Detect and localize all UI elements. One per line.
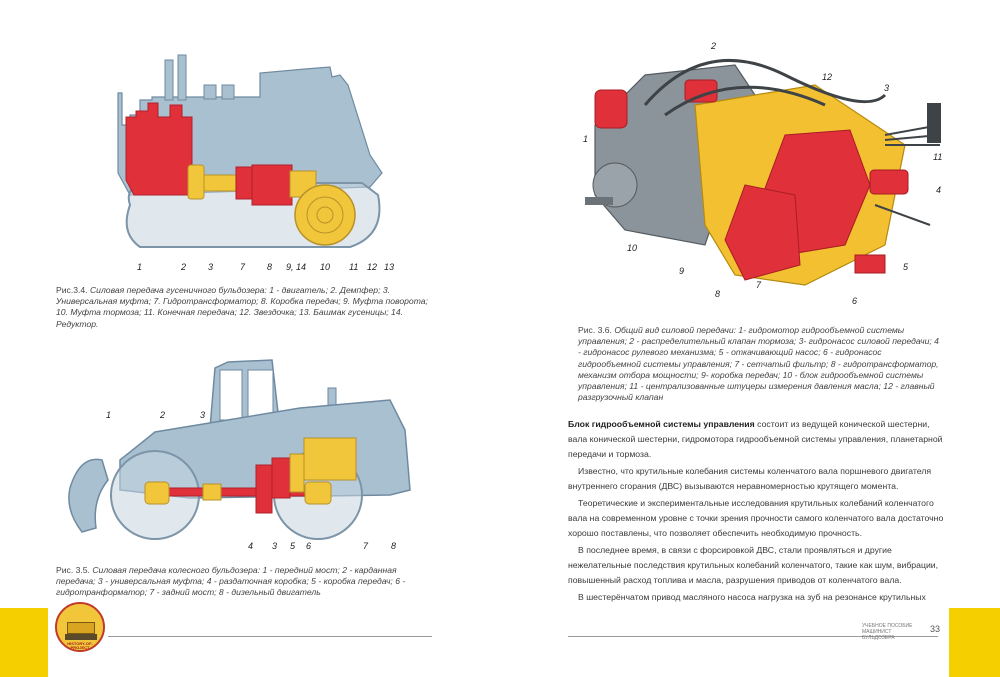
book-title: Учебное пособие Машинист бульдозера (862, 623, 913, 641)
fig35-caption: Рис. 3.5. Силовая передача колесного бул… (56, 565, 406, 598)
fig34-label: 12 (367, 262, 378, 272)
fig36-caption: Рис. 3.6. Общий вид силовой передачи: 1-… (578, 325, 939, 403)
fig36-label: 3 (884, 83, 890, 93)
paragraph-2: Известно, что крутильные колебания систе… (568, 466, 932, 492)
fig36-label: 1 (583, 134, 589, 144)
fig35-label: 1 (106, 410, 112, 420)
fig34-label: 3 (208, 262, 214, 272)
fig34-label: 7 (240, 262, 246, 272)
fig34-label: 10 (320, 262, 331, 272)
fig36-label: 9 (679, 266, 685, 276)
wheel-bulldozer-diagram (68, 359, 411, 540)
paragraph-5: В шестерёнчатом привод масляного насоса … (578, 592, 926, 602)
fig36-label: 6 (852, 296, 858, 306)
transmission-illustration (585, 59, 941, 286)
fig36-label: 4 (936, 185, 942, 195)
fig34-label: 1 (137, 262, 143, 272)
fig35-label: 7 (363, 541, 369, 551)
fig36-label: 8 (715, 289, 721, 299)
fig34-label: 13 (384, 262, 395, 272)
right-page-edge (949, 608, 1000, 677)
left-page-edge (0, 608, 48, 677)
paragraph-1: Блок гидрообъемной системы управления со… (568, 419, 943, 460)
fig36-label: 11 (933, 152, 943, 162)
fig35-label: 6 (306, 541, 312, 551)
footer-rule-right (568, 636, 938, 637)
fig36-label: 10 (627, 243, 638, 253)
fig34-label: 2 (181, 262, 187, 272)
page-number: 33 (930, 624, 941, 634)
fig36-label: 2 (711, 41, 717, 51)
fig34-caption: Рис.3.4. Силовая передача гусеничного бу… (56, 285, 428, 329)
fig35-label: 8 (391, 541, 397, 551)
paragraph-3: Теоретические и экспериментальные исслед… (568, 498, 944, 539)
fig36-label: 12 (822, 72, 833, 82)
fig36-label: 7 (756, 280, 762, 290)
fig35-label: 5 (290, 541, 296, 551)
fig35-label: 2 (160, 410, 166, 420)
fig35-label: 3 (200, 410, 206, 420)
history-logo: HISTORY-OF-PROJECT (55, 602, 105, 652)
fig34-label: 9, 14 (286, 262, 307, 272)
fig34-label: 11 (349, 262, 359, 272)
footer-rule-left (108, 636, 432, 637)
fig34-label: 8 (267, 262, 273, 272)
fig35-label: 4 (248, 541, 254, 551)
crawler-bulldozer-diagram (117, 54, 383, 248)
paragraph-4: В последнее время, в связи с форсировкой… (568, 545, 939, 586)
fig35-label: 3 (272, 541, 278, 551)
fig36-label: 5 (903, 262, 909, 272)
